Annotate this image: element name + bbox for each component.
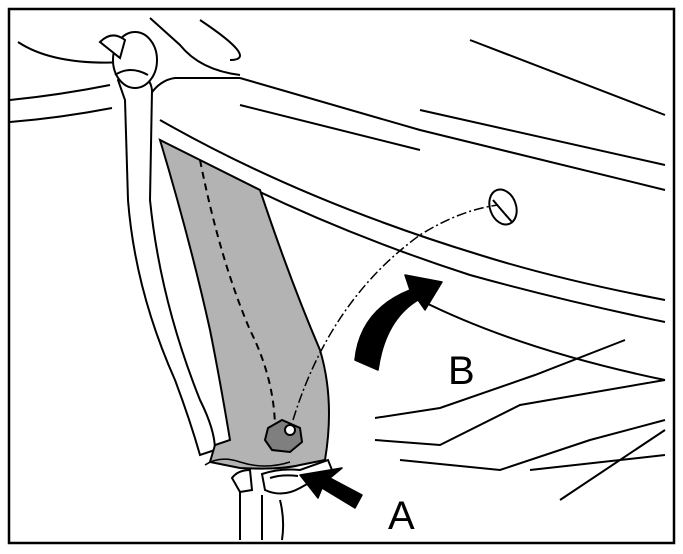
mounting-hole <box>488 188 518 226</box>
body-lines <box>374 339 666 501</box>
callout-label-b: B <box>448 349 475 393</box>
figure-border <box>7 7 676 545</box>
hose-clamp-top <box>98 31 158 89</box>
strap <box>158 138 330 470</box>
leader-line <box>292 204 499 421</box>
strap-fastener <box>263 418 304 454</box>
hose-top-left <box>9 84 113 123</box>
push-arrow <box>299 467 363 509</box>
rotation-arrow <box>354 274 443 371</box>
callout-label-a: A <box>388 494 415 538</box>
